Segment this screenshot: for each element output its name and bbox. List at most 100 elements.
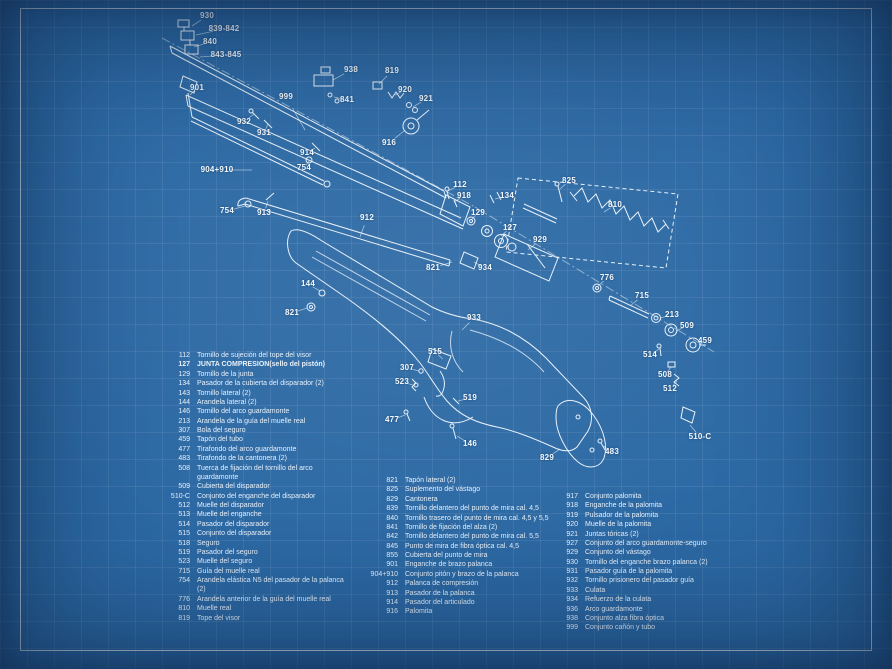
part-description: Tornillo de la junta [197, 370, 254, 378]
leader-line [471, 214, 477, 220]
stock-art [287, 229, 592, 452]
part-description: Tirafondo del arco guardamonte [197, 445, 297, 453]
part-row-931: 931 Pasador guía de la palomita [552, 567, 738, 576]
part-number: 307 [178, 427, 190, 434]
part-callout-307: 307 [400, 363, 414, 372]
part-callout-213: 213 [665, 310, 679, 319]
part-callout-810: 810 [608, 200, 622, 209]
part-number: 917 [566, 493, 578, 500]
part-callout-127: 127 [503, 223, 517, 232]
part-number: 855 [386, 552, 398, 559]
part-callout-825: 825 [562, 176, 576, 185]
part-number: 112 [178, 352, 190, 359]
leader-line [191, 19, 202, 27]
leader-line [456, 435, 466, 442]
part-number: 921 [566, 530, 578, 538]
part-description: Tope del visor [197, 614, 241, 622]
leader-line [265, 123, 269, 130]
part-callout-515: 515 [428, 347, 442, 356]
part-number: 918 [566, 502, 578, 510]
part-number: 920 [566, 521, 578, 529]
part-description: Enganche de la palomita [585, 502, 663, 510]
leader-line [461, 322, 470, 331]
leader-line [675, 327, 683, 332]
leader-line [305, 160, 310, 166]
parts-list-left: 112 Tornillo de sujeción del tope del vis… [154, 351, 350, 623]
part-callout-930: 930 [200, 11, 214, 20]
leader-line [359, 225, 365, 238]
part-row-112: 112 Tornillo de sujeción del tope del vis… [154, 351, 350, 360]
part-number: 483 [178, 455, 190, 463]
breech-parts-art [444, 186, 508, 248]
part-description: Juntas tóricas (2) [585, 530, 639, 538]
part-callout-508: 508 [658, 370, 672, 379]
part-description: JUNTA COMPRESION(sello del pistón) [197, 361, 325, 369]
barrel-art [169, 45, 447, 199]
part-row-819: 819 Tope del visor [154, 614, 350, 623]
part-number: 919 [566, 511, 578, 519]
part-number: 509 [178, 483, 190, 491]
part-callout-144: 144 [301, 279, 315, 288]
part-callout-754: 754 [297, 163, 311, 172]
part-number: 929 [566, 549, 578, 557]
part-number: 934 [566, 596, 578, 604]
centerline-art [161, 37, 715, 353]
leader-line [396, 414, 406, 419]
part-description: Conjunto del vástago [585, 549, 651, 557]
leader-line [603, 207, 612, 213]
leader-line [333, 96, 343, 100]
part-description: Pasador guía de la palomita [585, 568, 673, 575]
part-description: Muelle real [197, 605, 232, 613]
part-description: Palomita [405, 608, 433, 616]
part-callout-715: 715 [635, 291, 649, 300]
leader-line [193, 43, 205, 48]
leader-line [453, 197, 461, 203]
part-row-929: 929 Conjunto del vástago [552, 548, 738, 557]
part-number: 129 [178, 370, 190, 378]
part-description: Conjunto del disparador [197, 530, 272, 538]
leader-line [189, 90, 195, 96]
part-callout-901: 901 [190, 83, 204, 92]
part-description: Tornillo de sujeción del tope del visor [197, 352, 312, 359]
part-callout-912: 912 [360, 213, 374, 222]
part-description: Guía del muelle real [197, 567, 260, 575]
leader-line [629, 299, 638, 307]
leader-line [494, 196, 503, 200]
lever-arm-art [179, 75, 331, 188]
part-callout-920: 920 [398, 85, 412, 94]
part-number: 819 [178, 614, 190, 622]
part-callout-754: 754 [220, 206, 234, 215]
part-number: 776 [178, 595, 190, 603]
leader-line [394, 91, 402, 96]
part-number: 508 [178, 464, 190, 472]
part-number: 931 [566, 568, 578, 575]
part-callout-904+910: 904+910 [200, 165, 234, 174]
part-description: Pulsador de la palomita [585, 511, 659, 519]
part-number: 901 [386, 561, 398, 569]
side-plug-art [306, 289, 326, 312]
part-callout-514: 514 [643, 350, 657, 359]
part-row-921: 921 Juntas tóricas (2) [552, 530, 738, 539]
leader-line [447, 186, 456, 192]
part-row-129: 129 Tornillo de la junta [154, 370, 350, 379]
